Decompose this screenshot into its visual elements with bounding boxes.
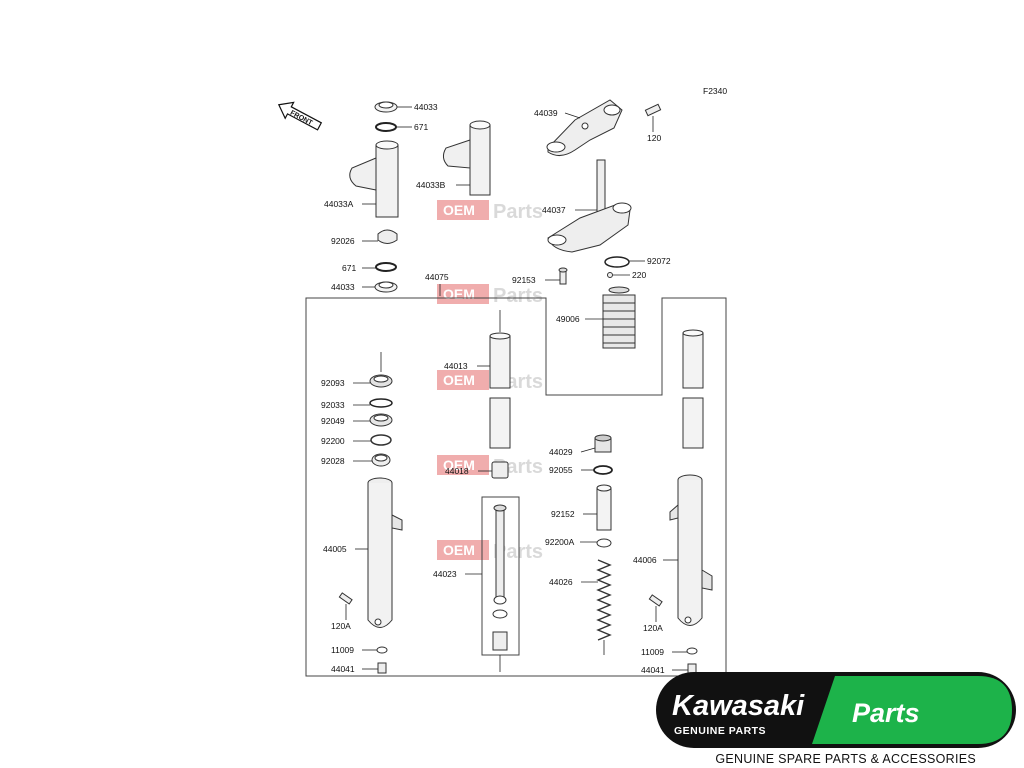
- part-44006[interactable]: [669, 474, 713, 626]
- part-49006[interactable]: [602, 286, 636, 349]
- part-92028[interactable]: [371, 453, 391, 467]
- part-inner-tube-right: [682, 329, 704, 449]
- part-44033-bot[interactable]: [374, 281, 398, 293]
- watermark-parts: Parts: [493, 541, 543, 563]
- label-92153: 92153: [512, 275, 536, 285]
- label-11009-left: 11009: [331, 645, 354, 655]
- logo-parts-word: Parts: [852, 698, 920, 728]
- part-120[interactable]: [644, 103, 662, 117]
- kawasaki-parts-logo: Kawasaki GENUINE PARTS Parts: [656, 672, 1016, 748]
- part-120A-right[interactable]: [648, 594, 663, 607]
- part-120A-left[interactable]: [338, 592, 353, 605]
- label-44013: 44013: [444, 361, 468, 371]
- label-44039: 44039: [534, 108, 558, 118]
- label-92049: 92049: [321, 416, 345, 426]
- part-44029[interactable]: [594, 434, 612, 453]
- part-44039[interactable]: [546, 99, 623, 156]
- logo-brand: Kawasaki: [672, 690, 805, 722]
- part-44005[interactable]: [367, 477, 403, 628]
- part-671-top[interactable]: [375, 122, 397, 132]
- part-92072[interactable]: [604, 256, 630, 268]
- part-92200A[interactable]: [596, 538, 612, 548]
- label-44029: 44029: [549, 447, 573, 457]
- label-92093: 92093: [321, 378, 345, 388]
- footer-text: GENUINE SPARE PARTS & ACCESSORIES: [715, 752, 976, 766]
- watermark-parts: Parts: [493, 285, 543, 307]
- label-92200A: 92200A: [545, 537, 575, 547]
- logo-subtitle: GENUINE PARTS: [674, 725, 766, 737]
- label-92152: 92152: [551, 509, 575, 519]
- part-671-bot[interactable]: [375, 262, 397, 272]
- part-44013[interactable]: [489, 332, 511, 449]
- label-92028: 92028: [321, 456, 345, 466]
- label-44033B: 44033B: [416, 180, 446, 190]
- label-44041-right: 44041: [641, 665, 665, 675]
- part-92026[interactable]: [377, 229, 398, 244]
- part-92152[interactable]: [596, 484, 612, 531]
- part-44033A[interactable]: [349, 140, 399, 218]
- assembly-boundary: [305, 297, 727, 677]
- label-49006: 49006: [556, 314, 580, 324]
- label-44033-bot: 44033: [331, 282, 355, 292]
- part-92055[interactable]: [593, 465, 613, 475]
- label-44006: 44006: [633, 555, 657, 565]
- label-92033: 92033: [321, 400, 345, 410]
- label-44033-top: 44033: [414, 102, 438, 112]
- label-44023: 44023: [433, 569, 457, 579]
- label-92055: 92055: [549, 465, 573, 475]
- label-44041-left: 44041: [331, 664, 355, 674]
- label-120A-right: 120A: [643, 623, 663, 633]
- front-arrow-icon: FRONT: [277, 101, 323, 131]
- label-120: 120: [647, 133, 661, 143]
- part-92153[interactable]: [558, 267, 568, 285]
- part-92200[interactable]: [370, 434, 392, 446]
- footer: GENUINE SPARE PARTS & ACCESSORIES: [0, 752, 1024, 768]
- part-11009-right[interactable]: [686, 647, 698, 655]
- part-44041-left[interactable]: [377, 662, 387, 674]
- label-44026: 44026: [549, 577, 573, 587]
- label-44018: 44018: [445, 466, 469, 476]
- diagram-code: F2340: [703, 86, 727, 96]
- label-44005: 44005: [323, 544, 347, 554]
- label-11009-right: 11009: [641, 647, 664, 657]
- label-44033A: 44033A: [324, 199, 354, 209]
- part-92033[interactable]: [369, 398, 393, 408]
- part-44026[interactable]: [596, 559, 612, 641]
- label-92072: 92072: [647, 256, 671, 266]
- label-120A-left: 120A: [331, 621, 351, 631]
- watermark-oem: OEM: [443, 457, 475, 473]
- label-671-bot: 671: [342, 263, 356, 273]
- part-44033-top[interactable]: [374, 101, 398, 113]
- label-92026: 92026: [331, 236, 355, 246]
- leader-lines: [345, 106, 688, 672]
- watermark-oem: OEM: [443, 542, 475, 558]
- label-92200: 92200: [321, 436, 345, 446]
- part-44037[interactable]: [547, 159, 632, 253]
- watermark-oem: OEM: [443, 286, 475, 302]
- label-220: 220: [632, 270, 646, 280]
- part-44023[interactable]: [481, 496, 520, 656]
- label-671-top: 671: [414, 122, 428, 132]
- part-220[interactable]: [607, 272, 613, 278]
- watermark-oem: OEM: [443, 372, 475, 388]
- part-labels: 44033 671 44033A 44033B 92026 671 44033 …: [321, 102, 671, 675]
- part-92093[interactable]: [369, 374, 393, 388]
- watermark-parts: Parts: [493, 201, 543, 223]
- label-44075: 44075: [425, 272, 449, 282]
- label-44037: 44037: [542, 205, 566, 215]
- part-44033B[interactable]: [442, 120, 491, 196]
- part-92049[interactable]: [369, 413, 393, 427]
- part-11009-left[interactable]: [376, 646, 388, 654]
- watermark-oem: OEM: [443, 202, 475, 218]
- part-44018[interactable]: [491, 461, 509, 479]
